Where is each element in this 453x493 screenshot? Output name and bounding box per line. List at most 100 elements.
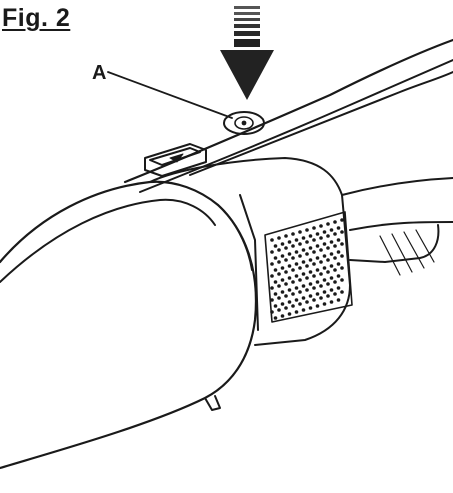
grille-hole bbox=[294, 250, 299, 254]
grille-hole bbox=[291, 232, 295, 236]
grille-hole bbox=[333, 256, 337, 260]
grille-hole bbox=[333, 268, 337, 272]
grille-hole bbox=[270, 298, 274, 302]
grille-hole bbox=[315, 232, 320, 236]
grille-hole bbox=[291, 304, 295, 308]
grille-hole bbox=[340, 290, 344, 294]
grille-hole bbox=[336, 298, 341, 302]
grille-hole bbox=[280, 278, 285, 282]
release-button-body bbox=[144, 143, 207, 177]
grille-hole bbox=[277, 272, 281, 276]
grille-hole bbox=[336, 274, 341, 278]
grille-hole bbox=[270, 310, 274, 314]
grille-hole bbox=[287, 276, 292, 280]
grille-dots bbox=[270, 218, 344, 320]
grille-hole bbox=[315, 244, 320, 248]
grille-hole bbox=[305, 252, 309, 256]
grille-hole bbox=[294, 286, 299, 290]
grille-hole bbox=[329, 288, 334, 292]
grille-hole bbox=[322, 302, 327, 306]
grille-hole bbox=[312, 298, 316, 302]
grille-hole bbox=[294, 310, 299, 314]
grille-hole bbox=[340, 230, 344, 234]
grille-hole bbox=[287, 300, 292, 304]
grille-hole bbox=[308, 246, 313, 250]
grille-hole bbox=[322, 290, 327, 294]
grille-hole bbox=[277, 296, 281, 300]
grille-hole bbox=[322, 230, 327, 234]
grille-hole bbox=[284, 258, 288, 262]
grille-hole bbox=[340, 278, 344, 282]
grille-hole bbox=[319, 272, 323, 276]
grille-hole bbox=[270, 286, 274, 290]
grille-hole bbox=[284, 246, 288, 250]
grille-hole bbox=[301, 260, 306, 264]
grille-hole bbox=[298, 254, 302, 258]
grille-hole bbox=[301, 248, 306, 252]
callout-leader-line bbox=[107, 71, 233, 119]
grille-hole bbox=[312, 262, 316, 266]
nozzle-lower-edge bbox=[204, 395, 221, 411]
grille-hole bbox=[312, 226, 316, 230]
grille-hole bbox=[326, 270, 330, 274]
handle-grip-base bbox=[349, 224, 440, 263]
handle-underside bbox=[341, 177, 453, 196]
grille-hole bbox=[280, 242, 285, 246]
grille-hole bbox=[280, 266, 285, 270]
grille-hole bbox=[287, 252, 292, 256]
figure-title: Fig. 2 bbox=[2, 4, 71, 32]
grille-hole bbox=[312, 274, 316, 278]
grille-hole bbox=[336, 250, 341, 254]
grille-hole bbox=[284, 282, 288, 286]
power-button-icon bbox=[234, 116, 254, 130]
grille-hole bbox=[326, 246, 330, 250]
grille-hole bbox=[326, 282, 330, 286]
grille-hole bbox=[305, 300, 309, 304]
grille-hole bbox=[340, 218, 344, 222]
grille-hole bbox=[329, 240, 334, 244]
grille-hole bbox=[291, 292, 295, 296]
triangle-release-icon bbox=[169, 153, 184, 163]
grille-hole bbox=[291, 256, 295, 260]
grille-hole bbox=[273, 244, 278, 248]
grille-hole bbox=[326, 234, 330, 238]
grille-hole bbox=[326, 258, 330, 262]
grille-hole bbox=[315, 268, 320, 272]
grille-hole bbox=[305, 288, 309, 292]
grille-hole bbox=[277, 236, 281, 240]
grille-window bbox=[264, 211, 353, 323]
grille-hole bbox=[270, 238, 274, 242]
grille-hole bbox=[277, 260, 281, 264]
grille-hole bbox=[277, 308, 281, 312]
handle-top-edge bbox=[189, 71, 453, 176]
grille-hole bbox=[270, 250, 274, 254]
grille-hole bbox=[319, 296, 323, 300]
grille-hole bbox=[287, 240, 292, 244]
grille-hole bbox=[319, 224, 323, 228]
grille-hole bbox=[319, 236, 323, 240]
grille-hole bbox=[270, 262, 274, 266]
grille-hole bbox=[336, 226, 341, 230]
grille-hole bbox=[333, 220, 337, 224]
grille-hole bbox=[277, 248, 281, 252]
grille-hole bbox=[273, 292, 278, 296]
grille-hole bbox=[315, 280, 320, 284]
grille-hole bbox=[322, 254, 327, 258]
handle-top-inner bbox=[139, 59, 453, 193]
grille-hole bbox=[319, 284, 323, 288]
grille-hole bbox=[291, 244, 295, 248]
grille-hole bbox=[301, 236, 306, 240]
grille-hole bbox=[333, 280, 337, 284]
grille-hole bbox=[319, 248, 323, 252]
grille-hole bbox=[294, 262, 299, 266]
grille-hole bbox=[333, 292, 337, 296]
handle-grip-ridges bbox=[379, 229, 435, 276]
grille-hole bbox=[340, 266, 344, 270]
grille-hole bbox=[329, 300, 334, 304]
grille-hole bbox=[294, 274, 299, 278]
grille-hole bbox=[298, 266, 302, 270]
grille-hole bbox=[294, 298, 299, 302]
grille-hole bbox=[294, 238, 299, 242]
grille-hole bbox=[284, 234, 288, 238]
